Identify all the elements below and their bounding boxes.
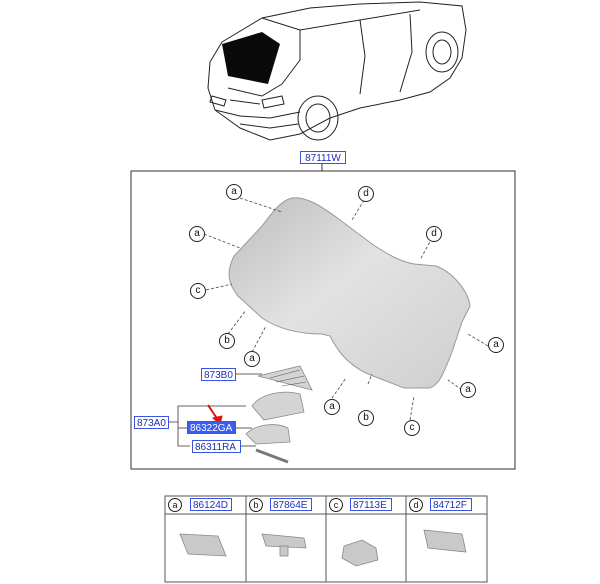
callout-a: a — [460, 382, 476, 398]
part-label-86322GA-selected[interactable]: 86322GA — [187, 421, 236, 434]
callout-c: c — [404, 420, 420, 436]
legend-part-86124D[interactable]: 86124D — [190, 498, 232, 511]
legend-part-87113E[interactable]: 87113E — [350, 498, 392, 511]
legend-c-bracket-icon — [341, 539, 379, 567]
callout-b: b — [219, 333, 235, 349]
legend-part-84712F[interactable]: 84712F — [430, 498, 472, 511]
legend-b-bolt-stem — [279, 545, 289, 557]
callout-c: c — [190, 283, 206, 299]
legend-a-clip-icon — [179, 533, 227, 557]
part-label-873B0[interactable]: 873B0 — [201, 368, 236, 381]
legend-b-bolt-icon — [261, 533, 307, 549]
legend-letter-b: b — [249, 498, 263, 512]
callout-a: a — [189, 226, 205, 242]
callout-a: a — [324, 399, 340, 415]
callout-a: a — [244, 351, 260, 367]
legend-letter-d: d — [409, 498, 423, 512]
legend-letter-a: a — [168, 498, 182, 512]
cover-86322GA — [245, 424, 291, 445]
callout-d: d — [358, 186, 374, 202]
legend-d-pad-icon — [423, 529, 467, 553]
mirror-bracket-873B0 — [257, 365, 313, 391]
rear-glass-highlight — [222, 32, 280, 84]
legend-part-87864E[interactable]: 87864E — [270, 498, 312, 511]
callout-b: b — [358, 410, 374, 426]
callout-a: a — [488, 337, 504, 353]
main-part-number-label[interactable]: 87111W — [300, 151, 346, 164]
callout-d: d — [426, 226, 442, 242]
mirror-base-873A0 — [251, 391, 305, 421]
legend-letter-c: c — [329, 498, 343, 512]
part-label-86311RA[interactable]: 86311RA — [192, 440, 241, 453]
part-label-873A0[interactable]: 873A0 — [134, 416, 169, 429]
callout-a: a — [226, 184, 242, 200]
strip-86311RA — [255, 448, 289, 464]
